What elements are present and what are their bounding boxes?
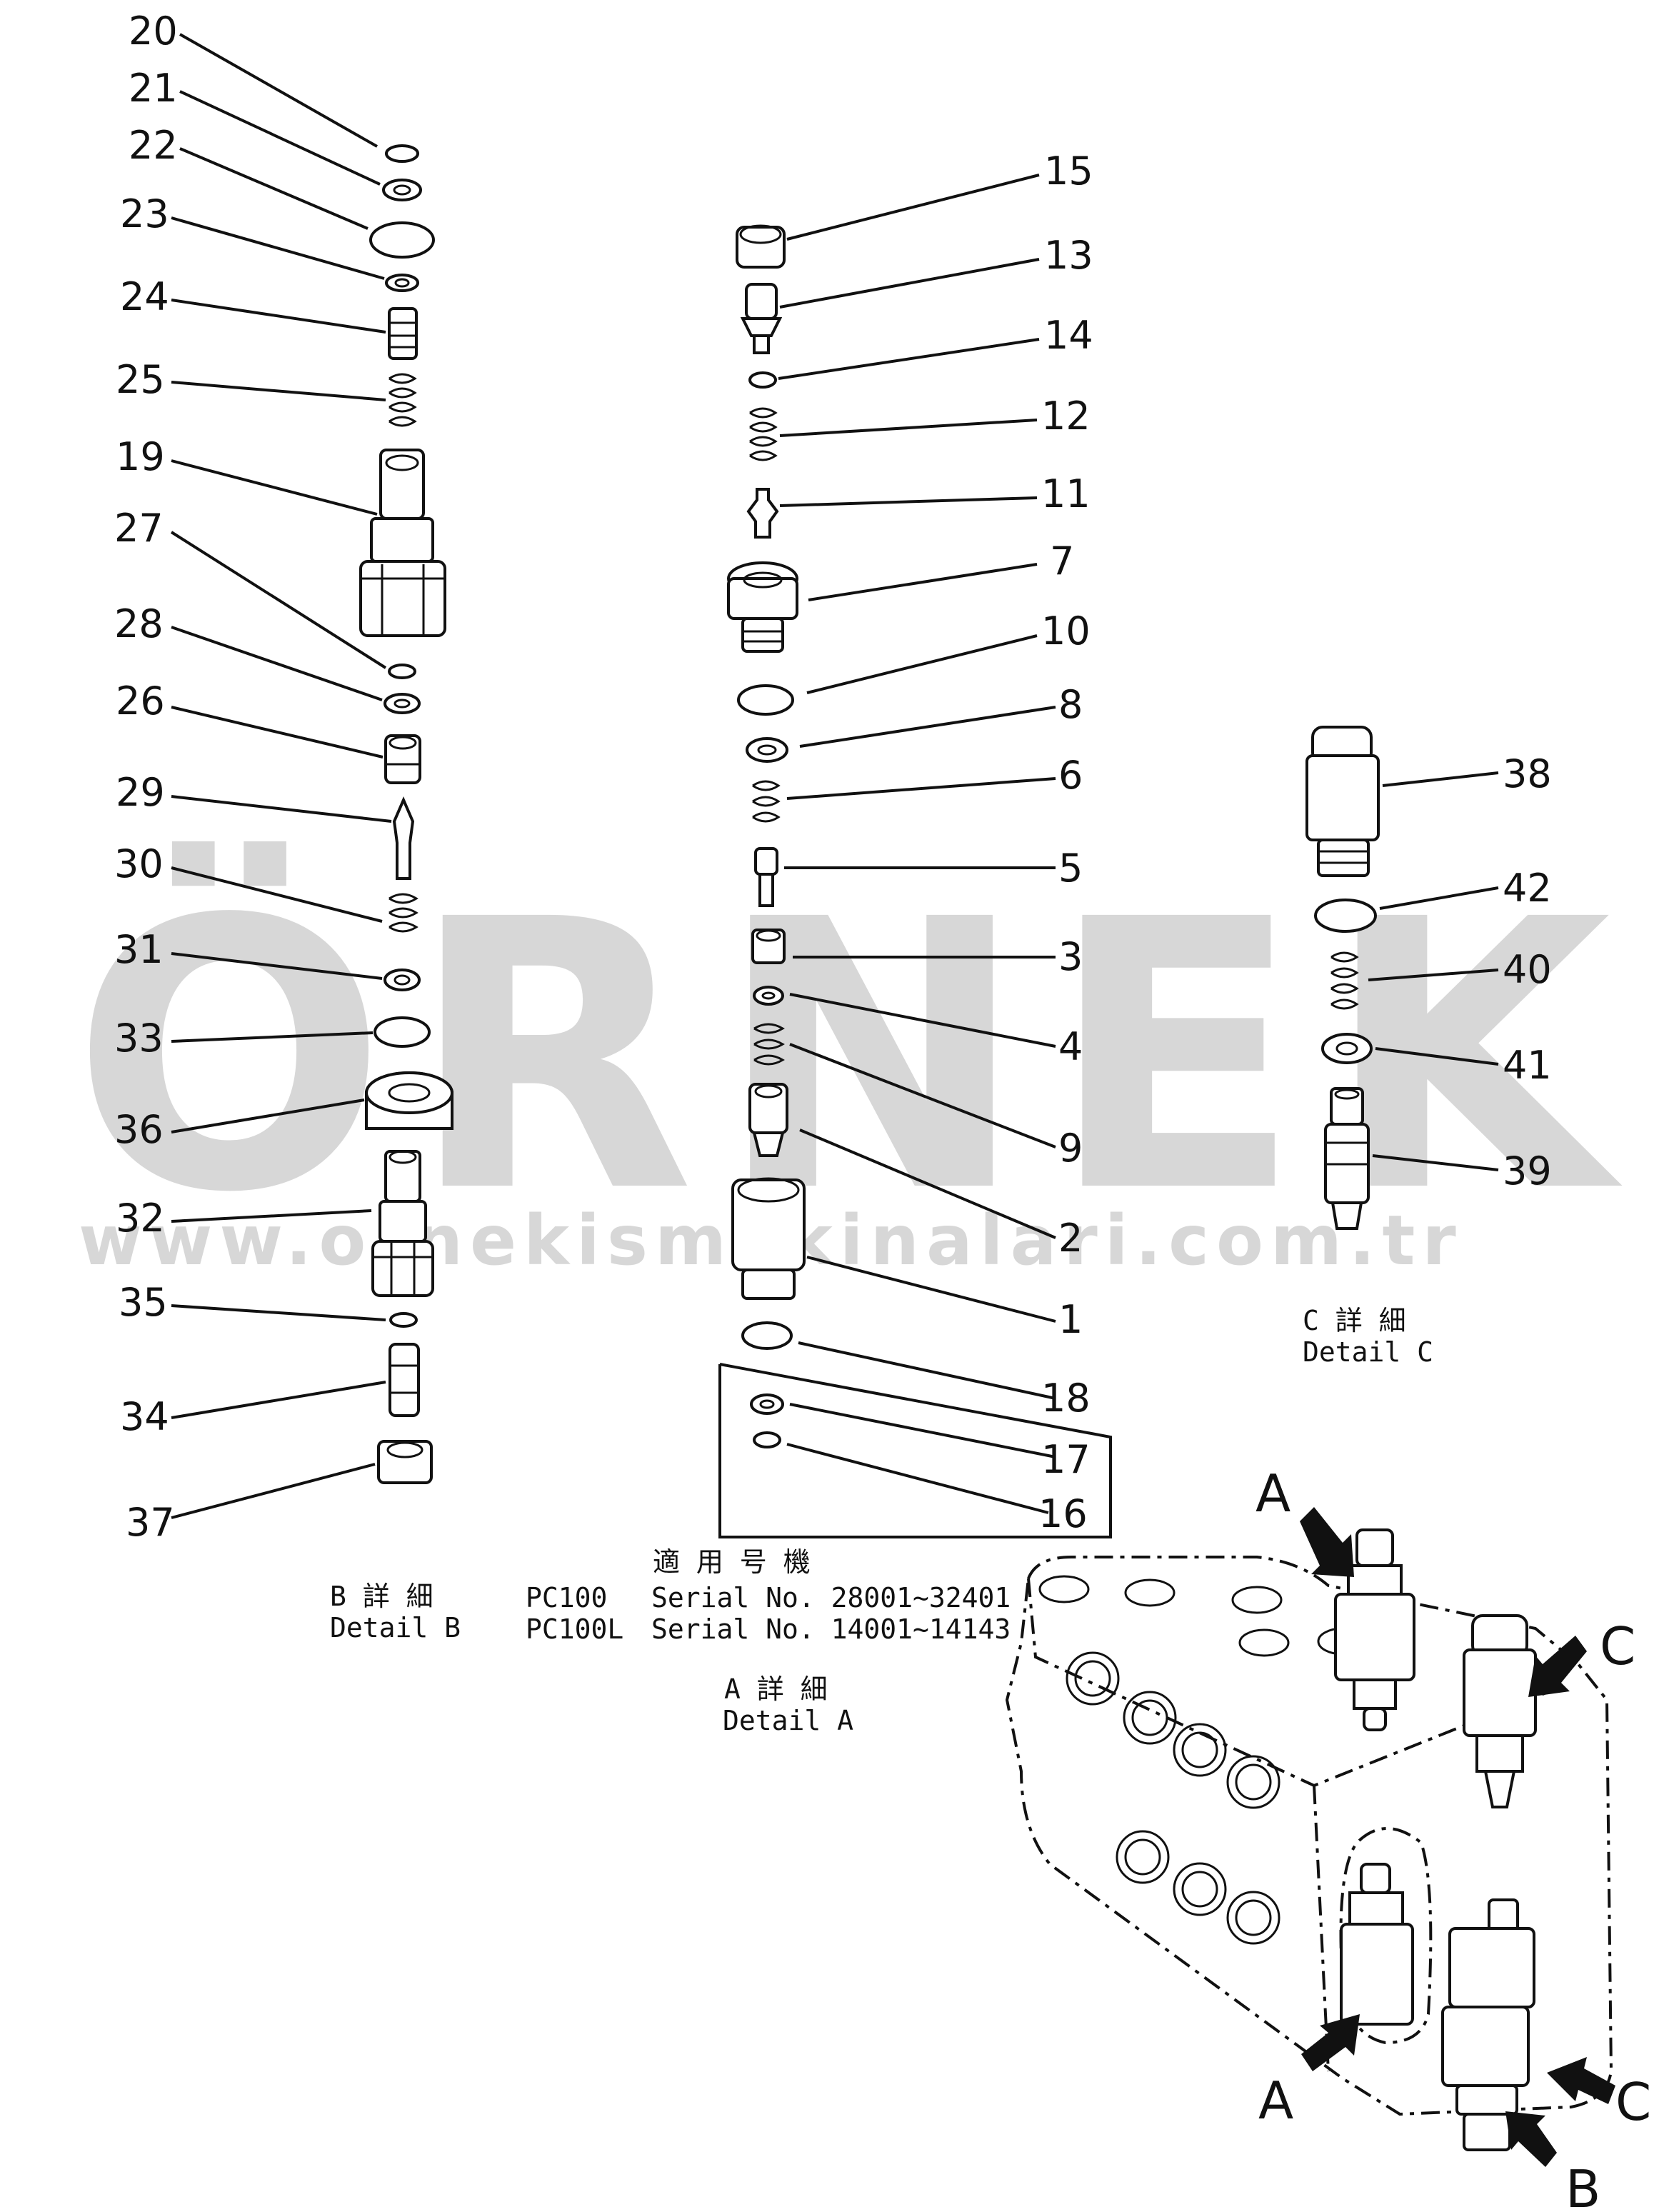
detail-a-caption-jp: A 詳 細: [724, 1673, 828, 1705]
detail-b-leaders: [170, 33, 392, 1519]
callout-20: 20: [129, 9, 178, 54]
callout-8: 8: [1058, 682, 1083, 727]
arrow-label-c-bottom: C: [1615, 2072, 1651, 2132]
callout-35: 35: [119, 1280, 168, 1325]
callout-42: 42: [1503, 866, 1552, 911]
detail-b-caption: B 詳 細 Detail B: [330, 1581, 461, 1643]
callout-6: 6: [1058, 753, 1083, 798]
callout-7: 7: [1050, 539, 1074, 584]
callout-34: 34: [120, 1394, 169, 1439]
applicability-model-2: PC100L: [526, 1613, 623, 1645]
callout-16: 16: [1038, 1491, 1088, 1536]
detail-b-callouts: 20 21 22 23 24 25 19 27 28 26 29 30 31 3…: [114, 9, 178, 1545]
detail-c-caption: C 詳 細 Detail C: [1303, 1305, 1433, 1368]
callout-41: 41: [1503, 1043, 1552, 1088]
callout-24: 24: [120, 274, 169, 319]
applicability-label: 適 用 号 機: [653, 1546, 811, 1578]
callout-28: 28: [114, 601, 164, 646]
detail-b-caption-jp: B 詳 細: [330, 1581, 433, 1612]
callout-3: 3: [1058, 934, 1083, 979]
callout-32: 32: [116, 1196, 165, 1241]
callout-29: 29: [116, 770, 165, 815]
detail-c-leaders: [1368, 771, 1499, 1171]
callout-13: 13: [1044, 233, 1093, 278]
callout-18: 18: [1041, 1376, 1091, 1421]
callout-9: 9: [1058, 1126, 1083, 1171]
callout-11: 11: [1041, 471, 1091, 516]
control-valve-assembly: [1005, 1507, 1615, 2167]
callout-31: 31: [114, 927, 164, 972]
callout-39: 39: [1503, 1148, 1552, 1193]
callout-4: 4: [1058, 1024, 1083, 1069]
arrow-label-a-bottom: A: [1258, 2071, 1293, 2131]
callout-19: 19: [116, 434, 165, 479]
callout-2: 2: [1058, 1216, 1083, 1261]
callout-10: 10: [1041, 609, 1091, 654]
detail-a-parts: [718, 224, 1112, 1538]
callout-14: 14: [1044, 313, 1093, 358]
arrow-label-c-top: C: [1600, 1616, 1635, 1676]
detail-c-callouts: 38 42 40 41 39: [1503, 751, 1552, 1193]
callout-12: 12: [1041, 394, 1091, 439]
callout-30: 30: [114, 841, 164, 886]
arrow-label-b: B: [1565, 2159, 1600, 2212]
assembly-arrow-labels: A C A C B: [1255, 1463, 1651, 2212]
applicability-serial-1: Serial No. 28001~32401: [651, 1582, 1011, 1613]
applicability-model-1: PC100: [526, 1582, 607, 1613]
detail-a-caption: 適 用 号 機 PC100 Serial No. 28001~32401 PC1…: [526, 1546, 1011, 1736]
callout-25: 25: [116, 357, 165, 402]
callout-5: 5: [1058, 846, 1083, 891]
callout-15: 15: [1044, 149, 1093, 194]
arrow-label-a-top: A: [1255, 1463, 1290, 1523]
callout-27: 27: [114, 506, 164, 551]
callout-38: 38: [1503, 751, 1552, 796]
callout-23: 23: [120, 191, 169, 236]
detail-a-caption-en: Detail A: [723, 1705, 853, 1736]
callout-21: 21: [129, 66, 178, 111]
detail-a-callouts: 15 13 14 12 11 7 10 8 6 5 3 4 9 2 1 18 1…: [1038, 149, 1093, 1536]
callout-26: 26: [116, 679, 165, 724]
callout-40: 40: [1503, 947, 1552, 992]
detail-a-leaders: [778, 174, 1056, 1514]
detail-b-parts: [359, 144, 453, 1484]
callout-37: 37: [126, 1500, 175, 1545]
detail-c-caption-jp: C 詳 細: [1303, 1305, 1406, 1336]
detail-c-caption-en: Detail C: [1303, 1336, 1433, 1368]
callout-22: 22: [129, 123, 178, 168]
detail-b-caption-en: Detail B: [330, 1612, 461, 1643]
callout-33: 33: [114, 1016, 164, 1061]
callout-36: 36: [114, 1107, 164, 1152]
callout-17: 17: [1041, 1437, 1091, 1482]
callout-1: 1: [1058, 1297, 1083, 1342]
applicability-serial-2: Serial No. 14001~14143: [651, 1613, 1011, 1645]
detail-c-parts: [1305, 726, 1380, 1230]
